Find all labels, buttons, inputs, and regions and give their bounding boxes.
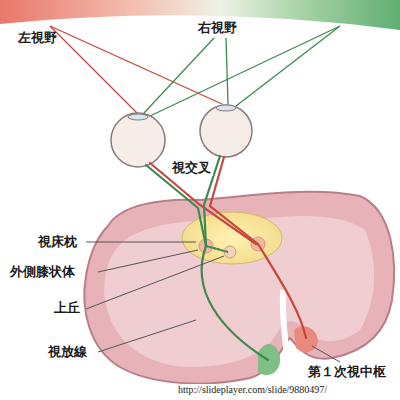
fissure [283,290,292,392]
eyes [111,105,252,167]
part-label: 視床枕 [36,234,79,250]
part-label: 上丘 [52,300,82,316]
view-lines [50,26,340,116]
thalamus [182,212,282,264]
cortex-red [294,326,318,352]
part-label: 外側膝状体 [8,264,77,280]
part-label: 左視野 [16,30,59,46]
brain-slice [84,192,394,384]
part-label: 視放線 [46,344,89,360]
cortex-green [258,344,280,375]
part-label: 右視野 [196,20,239,36]
leader-lines [86,242,340,362]
optic-pathway [146,156,306,360]
part-label: 視交叉 [170,160,213,176]
part-label: 第１次視中枢 [306,364,388,380]
watermark: http://slideplayer.com/slide/9880497/ [176,384,329,396]
